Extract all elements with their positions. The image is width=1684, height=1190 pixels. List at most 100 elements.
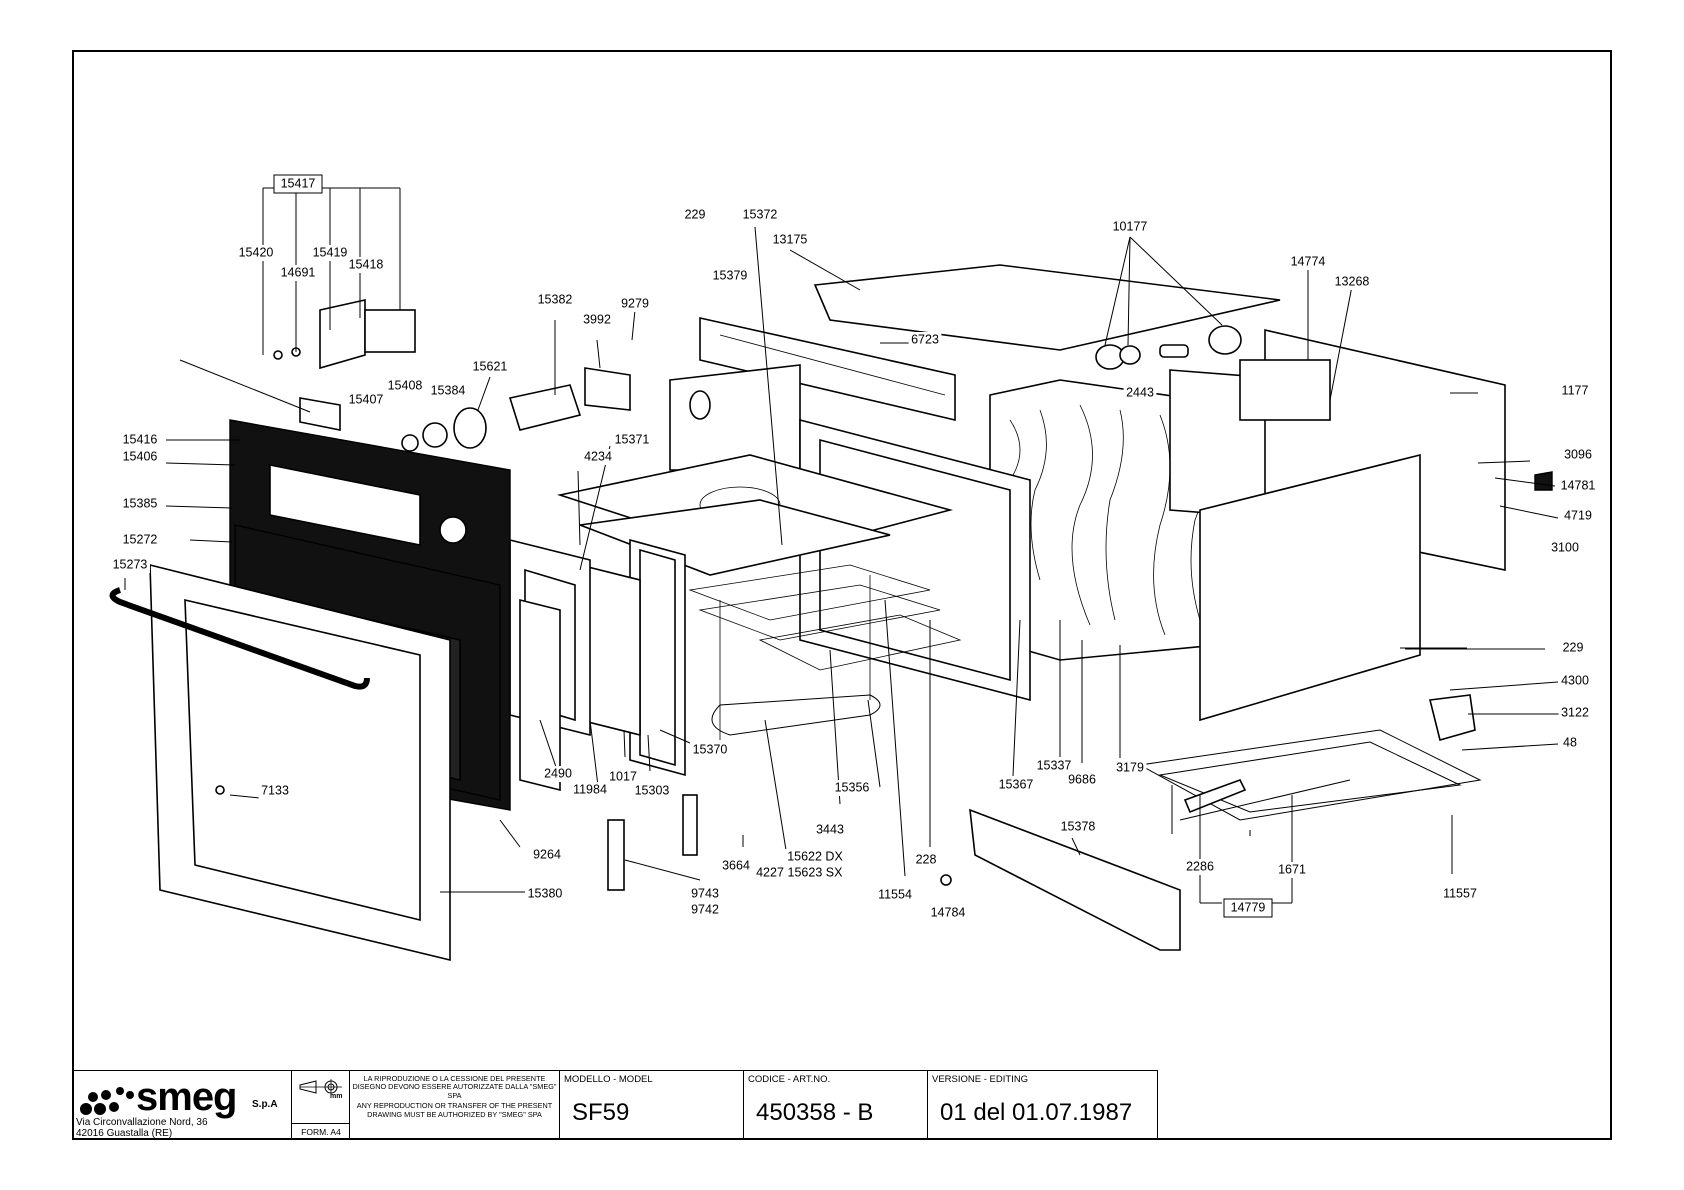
callout-text: 9743 xyxy=(691,886,719,900)
part-callout-label: 13175 xyxy=(770,232,810,248)
callout-background xyxy=(1561,508,1595,524)
callout-text: 15356 xyxy=(835,780,870,794)
part-callout-label: 15385 xyxy=(120,496,160,512)
callout-background xyxy=(1275,862,1309,878)
part-callout-label: 3992 xyxy=(580,312,614,328)
part-callout-label: 15337 xyxy=(1034,758,1074,774)
callout-text: 15621 xyxy=(473,359,508,373)
callout-text: 11554 xyxy=(878,887,912,901)
version-field: VERSIONE - EDITING 01 del 01.07.1987 xyxy=(928,1071,1158,1140)
callout-background xyxy=(996,777,1036,793)
callout-text: 15385 xyxy=(123,496,158,510)
version-caption: VERSIONE - EDITING xyxy=(932,1074,1029,1085)
callout-text: 48 xyxy=(1563,735,1577,749)
part-callout-label: 15419 xyxy=(310,245,350,261)
part-lamp-glass xyxy=(1119,345,1141,365)
address-line-2: 42016 Guastalla (RE) xyxy=(76,1128,173,1139)
company-logo-text: smeg xyxy=(136,1075,237,1119)
callout-background xyxy=(530,847,564,863)
part-hinge-right xyxy=(682,794,698,856)
callout-background xyxy=(690,742,730,758)
part-callout-label: 3443 xyxy=(813,822,847,838)
callout-background xyxy=(753,865,787,881)
part-knob-15408 xyxy=(422,422,448,448)
assembly-callout-label: 15417 xyxy=(273,174,323,194)
callout-text: 4300 xyxy=(1561,673,1589,687)
callout-text: 4227 xyxy=(756,865,784,879)
part-callout-label: 15407 xyxy=(346,392,386,408)
part-callout-label: 15378 xyxy=(1058,819,1098,835)
callout-background xyxy=(784,865,846,881)
assembly-callout-label: 14779 xyxy=(1223,898,1273,918)
callout-text: 15380 xyxy=(528,886,563,900)
notice-english: ANY REPRODUCTION OR TRANSFER OF THE PRES… xyxy=(356,1101,553,1119)
callout-text: 15303 xyxy=(635,783,670,797)
parts-artwork xyxy=(109,264,1553,962)
part-callout-label: 9264 xyxy=(530,847,564,863)
callout-text: 14774 xyxy=(1291,254,1326,268)
part-callout-label: 3096 xyxy=(1561,447,1595,463)
callout-background xyxy=(908,332,942,348)
callout-background xyxy=(1558,705,1592,721)
part-callout-label: 14691 xyxy=(278,265,318,281)
callout-text: 15382 xyxy=(538,292,573,306)
callout-background xyxy=(110,557,150,573)
version-value: 01 del 01.07.1987 xyxy=(940,1099,1133,1126)
part-callout-label: 15273 xyxy=(110,557,150,573)
callout-text: 3096 xyxy=(1564,447,1592,461)
part-callout-label: 11557 xyxy=(1440,886,1480,902)
part-timer xyxy=(364,309,416,353)
projection-symbol-icon xyxy=(299,1079,342,1095)
part-callout-label: 229 xyxy=(682,207,708,223)
part-callout-label: 15371 xyxy=(612,432,652,448)
callout-text: 13175 xyxy=(773,232,808,246)
callout-text: 228 xyxy=(916,852,937,866)
form-size-label: FORM. A4 xyxy=(292,1123,350,1140)
callout-text: 15371 xyxy=(615,432,650,446)
part-callout-label: 15623 SX xyxy=(784,865,846,881)
callout-background xyxy=(1561,447,1595,463)
callout-background xyxy=(832,780,872,796)
code-value: 450358 - B xyxy=(756,1099,874,1126)
part-callout-label: 14781 xyxy=(1558,478,1598,494)
callout-background xyxy=(258,783,292,799)
part-callout-label: 6723 xyxy=(908,332,942,348)
part-callout-label: 15418 xyxy=(346,257,386,273)
callout-text: 15337 xyxy=(1037,758,1072,772)
callout-background xyxy=(120,496,160,512)
callout-background xyxy=(1110,219,1150,235)
part-callout-label: 9279 xyxy=(618,296,652,312)
part-screw-14784 xyxy=(940,874,952,886)
callout-background xyxy=(120,532,160,548)
part-callout-label: 15303 xyxy=(632,783,672,799)
callout-text: 15367 xyxy=(999,777,1034,791)
title-block-form-cell: mm FORM. A4 xyxy=(292,1071,350,1140)
callout-text: 15407 xyxy=(349,392,384,406)
part-callout-label: 4227 xyxy=(753,865,787,881)
callout-background xyxy=(236,245,276,261)
callout-background xyxy=(784,849,846,865)
callout-text: 15408 xyxy=(388,378,423,392)
part-control-fascia xyxy=(699,317,956,422)
part-callout-label: 48 xyxy=(1560,735,1580,751)
callout-background xyxy=(535,292,575,308)
callout-background xyxy=(278,265,318,281)
part-lamp-bulb xyxy=(1159,344,1189,358)
part-knob-15407 xyxy=(401,434,419,452)
notice-italian: LA RIPRODUZIONE O LA CESSIONE DEL PRESEN… xyxy=(352,1074,557,1100)
company-address: Via Circonvallazione Nord, 36 42016 Guas… xyxy=(76,1117,208,1139)
callout-background xyxy=(1558,478,1598,494)
part-heating-coil xyxy=(689,390,711,420)
callout-text: 15622 DX xyxy=(787,849,843,863)
callout-text: 10177 xyxy=(1113,219,1148,233)
callout-text: 15370 xyxy=(693,742,728,756)
part-callout-label: 4719 xyxy=(1561,508,1595,524)
part-callout-label: 2490 xyxy=(541,766,575,782)
part-knob-14781 xyxy=(1534,471,1553,491)
reproduction-notice: LA RIPRODUZIONE O LA CESSIONE DEL PRESEN… xyxy=(350,1071,560,1140)
callout-background xyxy=(1560,735,1580,751)
part-screw-7133 xyxy=(215,785,225,795)
title-block: smeg S.p.A Via Circonvallazione Nord, 36… xyxy=(72,1070,1158,1140)
part-callout-label: 15384 xyxy=(428,383,468,399)
